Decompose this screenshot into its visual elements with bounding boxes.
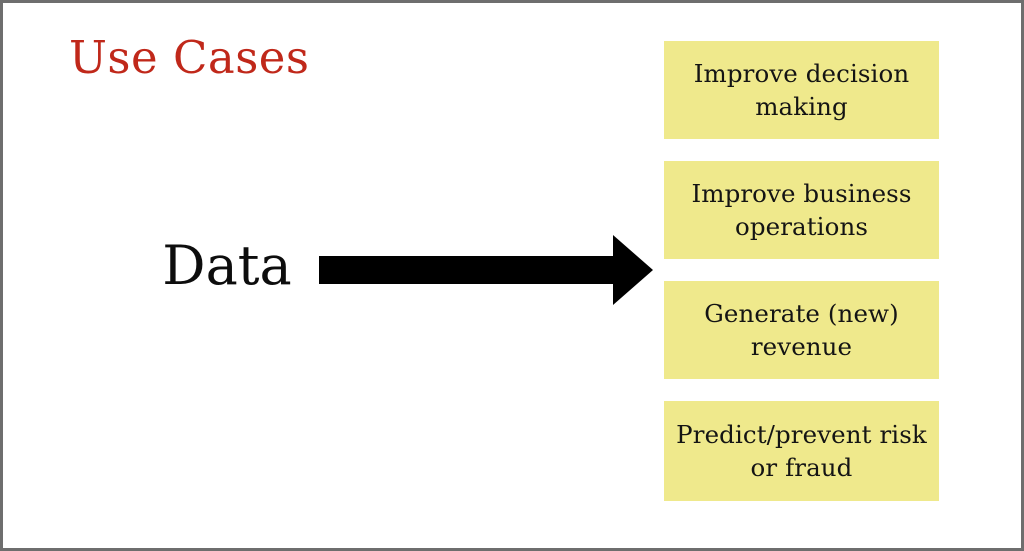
right-arrow-icon: [319, 231, 653, 309]
outcome-box-label: Generate (new) revenue: [704, 299, 899, 361]
outcome-box-label: Improve decision making: [693, 59, 910, 121]
outcome-box: Predict/prevent risk or fraud: [664, 401, 939, 501]
page-title: Use Cases: [69, 31, 310, 84]
outcome-box-label: Predict/prevent risk or fraud: [676, 420, 927, 482]
outcome-box: Improve decision making: [664, 41, 939, 139]
outcome-box: Generate (new) revenue: [664, 281, 939, 379]
outcome-box-label: Improve business operations: [691, 179, 912, 241]
outcome-box: Improve business operations: [664, 161, 939, 259]
source-node-label: Data: [162, 234, 292, 297]
